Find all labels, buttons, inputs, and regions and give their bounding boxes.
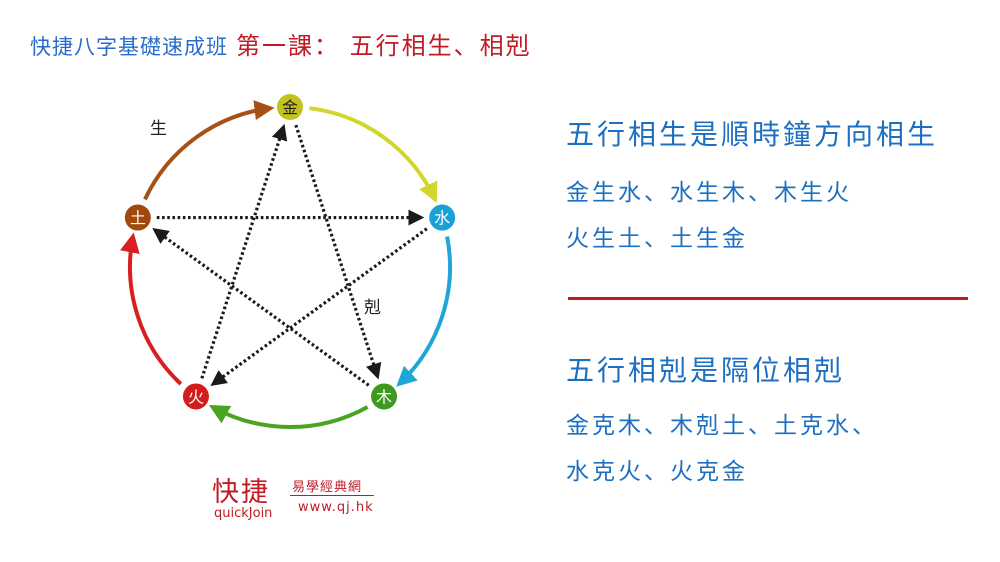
element-circle-wood [371,383,398,410]
element-node-metal: 金 [277,94,303,120]
element-nodes: 金水木 火 土 [124,94,456,410]
overcoming-arrow-wood-earth [152,228,370,387]
element-label-earth: 土 [130,209,146,228]
overcoming-star-arrows [152,123,428,387]
generation-cycle-arcs [120,100,452,429]
generation-arc-water [396,236,452,387]
logo-site-name: 易學經典網 [292,480,363,495]
generation-heading: 五行相生是順時鐘方向相生 [566,118,939,151]
logo-url: www.qj.hk [298,500,374,515]
lesson-title: 第一課： 五行相生、相剋 [236,32,532,60]
overcoming-arrow-water-fire [210,227,428,386]
generation-label: 生 [150,119,167,139]
overcoming-heading: 五行相剋是隔位相剋 [566,354,846,387]
course-title: 快捷八字基礎速成班 [30,35,228,59]
element-node-earth: 土 [124,204,151,231]
overcoming-label: 剋 [364,298,381,318]
element-node-water: 水 [429,204,456,231]
element-node-fire: 火 [182,383,209,410]
element-circle-earth [124,204,151,231]
generation-line-2: 火生土、土生金 [566,226,748,252]
page-header: 快捷八字基礎速成班第一課： 五行相生、相剋 [30,26,532,61]
overcoming-arrow-metal-wood [294,124,382,380]
element-circle-fire [182,383,209,410]
logo-brand-cn: 快捷 [212,477,270,508]
element-circle-metal [277,94,303,120]
element-label-metal: 金 [282,98,298,117]
generation-line-1: 金生水、水生木、木生火 [566,180,852,206]
overcoming-line-1: 金克木、木剋土、土克水、 [566,413,878,439]
logo-brand-en: quickJoin [214,506,273,521]
overcoming-line-2: 水克火、火克金 [566,459,748,485]
element-label-wood: 木 [376,387,392,406]
generation-arc-earth [143,100,275,201]
section-divider [568,297,968,300]
element-circle-water [429,204,456,231]
element-label-fire: 火 [188,387,204,406]
generation-arc-fire [120,232,183,386]
generation-arc-wood [208,405,369,429]
element-node-wood: 木 [371,383,398,410]
five-elements-diagram: 金水木 火 土 生 剋 [120,94,456,429]
generation-arc-metal [309,106,438,204]
overcoming-arrow-fire-metal [200,123,288,379]
element-label-water: 水 [434,209,450,228]
logo-rule [290,495,374,496]
